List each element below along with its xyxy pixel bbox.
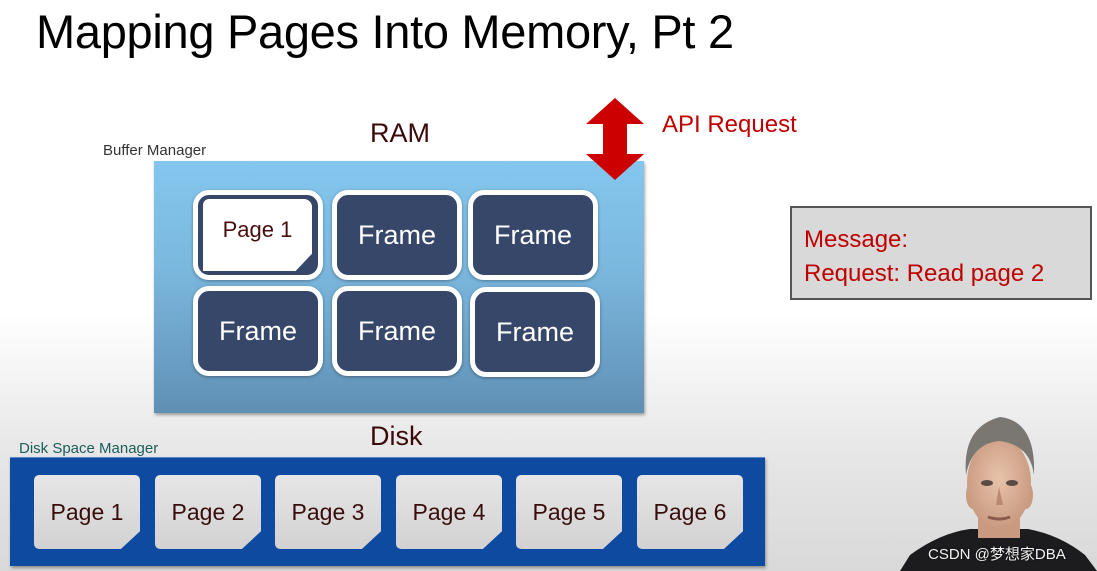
frame-label: Page 1 — [222, 217, 293, 242]
buffer-frame-3: Frame — [468, 190, 598, 280]
frame-label: Frame — [357, 315, 436, 346]
buffer-frame-1: Page 1 — [193, 190, 323, 280]
message-text: Request: Read page 2 — [804, 260, 1045, 287]
disk-page-3: Page 3 — [275, 475, 381, 549]
api-request-label: API Request — [662, 111, 797, 138]
frame-label: Frame — [357, 219, 436, 250]
buffer-frame-6: Frame — [470, 287, 600, 377]
frame-label: Frame — [218, 315, 297, 346]
double-arrow-icon — [586, 98, 644, 180]
disk-page-4: Page 4 — [396, 475, 502, 549]
frame-label: Frame — [495, 316, 574, 347]
disk-page-2: Page 2 — [155, 475, 261, 549]
disk-page-1: Page 1 — [34, 475, 140, 549]
buffer-frame-4: Frame — [193, 286, 323, 376]
disk-page-6: Page 6 — [637, 475, 743, 549]
buffer-frame-5: Frame — [332, 286, 462, 376]
disk-page-5: Page 5 — [516, 475, 622, 549]
presenter-video-icon — [900, 417, 1097, 571]
message-box: Message: Request: Read page 2 — [790, 206, 1092, 300]
ram-buffer-pool: Page 1 Frame Frame Frame Frame Frame — [154, 161, 644, 413]
frame-label: Frame — [493, 219, 572, 250]
message-heading: Message: — [804, 226, 909, 253]
ram-label: RAM — [370, 118, 430, 148]
slide-title: Mapping Pages Into Memory, Pt 2 — [36, 5, 734, 58]
page-in-frame: Page 1 — [203, 199, 312, 271]
watermark: CSDN @梦想家DBA — [928, 546, 1066, 563]
disk-label: Disk — [370, 421, 423, 451]
disk-space-manager-label: Disk Space Manager — [19, 440, 159, 457]
buffer-frame-2: Frame — [332, 190, 462, 280]
buffer-manager-label: Buffer Manager — [103, 142, 207, 159]
disk-storage: Page 1 Page 2 Page 3 Page 4 Page 5 Page … — [10, 457, 765, 566]
